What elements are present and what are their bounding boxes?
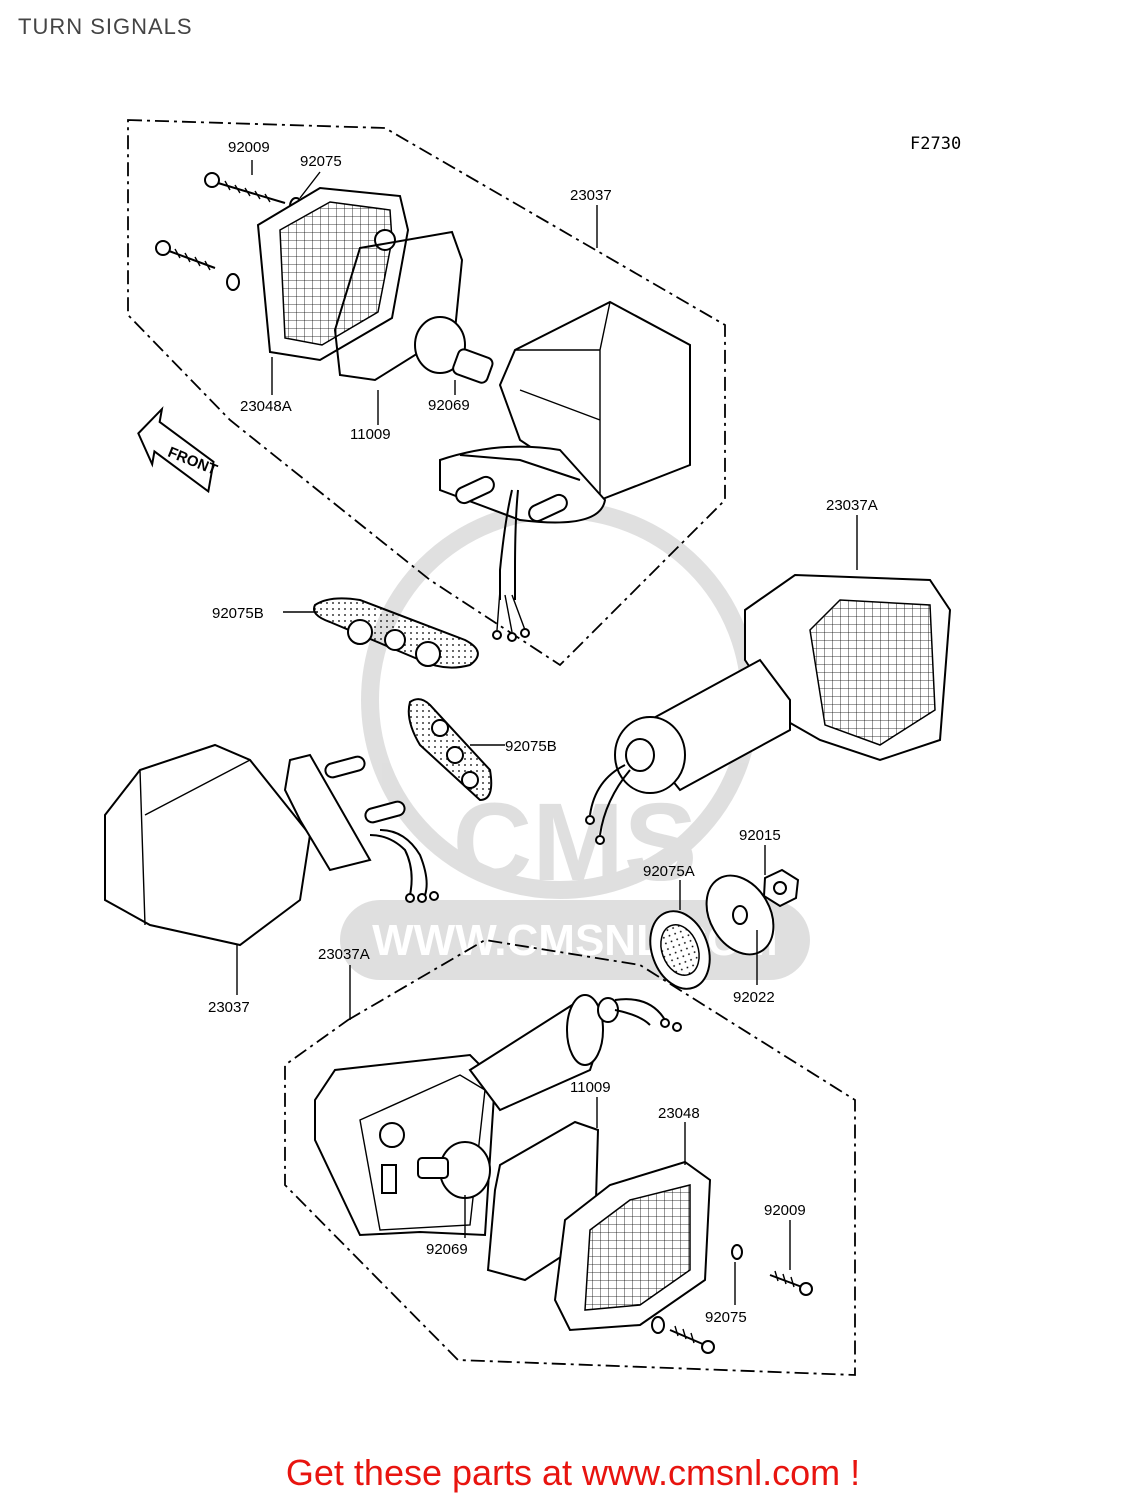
upper-washer-2 (226, 273, 240, 291)
label-lower-bulb: 92069 (426, 1241, 468, 1258)
label-lower-assembly: 23037A (318, 946, 370, 963)
label-washer-plate: 92022 (733, 989, 775, 1006)
label-upper-bulb: 92069 (428, 397, 470, 414)
label-right-signal: 23037A (826, 497, 878, 514)
upper-gasket (333, 230, 464, 382)
footer-cta[interactable]: Get these parts at www.cmsnl.com ! (285, 1452, 861, 1493)
upper-screw-2 (155, 240, 216, 271)
page-title: TURN SIGNALS (18, 14, 193, 39)
label-upper-lens: 23048A (240, 398, 292, 415)
grommet (649, 910, 711, 990)
watermark-logo: CMS (453, 781, 697, 904)
label-lower-washer: 92075 (705, 1309, 747, 1326)
lower-screw-right (769, 1270, 813, 1296)
gasket-mid (407, 698, 493, 802)
lower-group-boundary (284, 939, 856, 1376)
label-lower-lens: 23048 (658, 1105, 700, 1122)
right-signal (585, 573, 952, 845)
left-signal (104, 743, 439, 947)
upper-studs (455, 475, 568, 642)
gasket-left (313, 597, 479, 669)
upper-screw-1 (204, 172, 286, 204)
label-upper-screw: 92009 (228, 139, 270, 156)
label-left-signal: 23037 (208, 999, 250, 1016)
label-upper-washer: 92075 (300, 153, 342, 170)
label-upper-gasket: 11009 (350, 426, 391, 443)
label-gasket-left: 92075B (212, 605, 264, 622)
leader-lines (236, 160, 858, 1305)
front-arrow: FRONT (137, 406, 220, 494)
figure-code: F2730 (910, 134, 962, 154)
label-nut: 92015 (739, 827, 781, 844)
label-lower-gasket: 11009 (570, 1079, 611, 1096)
upper-bulb (414, 316, 494, 384)
lower-washer-right (731, 1244, 743, 1260)
lower-screw-left (651, 1316, 715, 1354)
lower-bulb (417, 1141, 491, 1199)
label-lower-screw: 92009 (764, 1202, 806, 1219)
lower-lens (553, 1160, 712, 1332)
upper-lens (256, 186, 410, 362)
nut (762, 868, 800, 908)
label-gasket-mid: 92075B (505, 738, 557, 755)
label-grommet: 92075A (643, 863, 695, 880)
label-upper-housing: 23037 (570, 187, 612, 204)
upper-group-boundary (127, 119, 726, 667)
